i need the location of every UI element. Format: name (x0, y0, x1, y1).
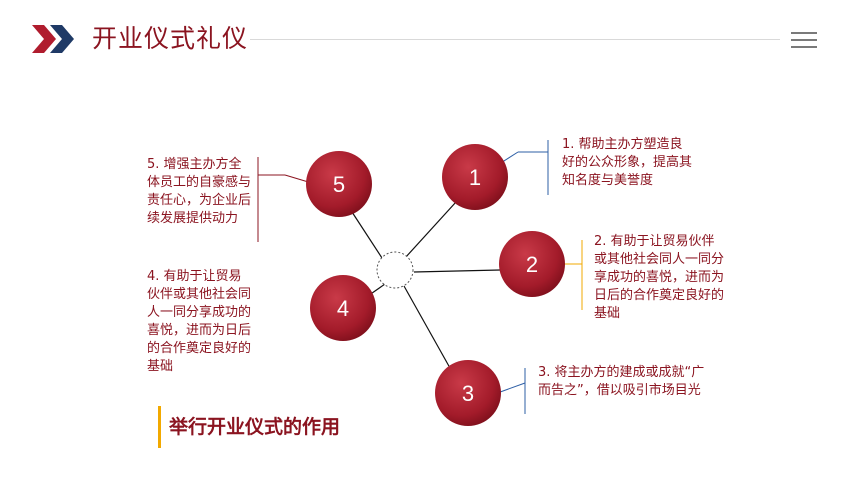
node-5-description: 5. 增强主办方全体员工的自豪感与责任心，为企业后续发展提供动力 (147, 157, 252, 226)
node-3-label: 3 (462, 381, 474, 406)
node-3-description: 3. 将主办方的建成或成就“广而告之”，借以吸引市场目光 (538, 365, 705, 398)
node-5[interactable]: 5 (306, 151, 372, 217)
double-chevron-icon (32, 25, 74, 53)
header-divider (250, 39, 780, 40)
page-title: 开业仪式礼仪 (92, 24, 249, 53)
node-2[interactable]: 2 (499, 231, 565, 297)
section-subtitle: 举行开业仪式的作用 (158, 406, 340, 448)
node-1[interactable]: 1 (442, 144, 508, 210)
node-4[interactable]: 4 (310, 275, 376, 341)
spoke-5 (351, 211, 383, 259)
hub-circle (376, 251, 414, 289)
header: 开业仪式礼仪 (0, 0, 860, 80)
node-1-description: 1. 帮助主办方塑造良好的公众形象，提高其知名度与美誉度 (562, 137, 693, 188)
node-4-label: 4 (337, 296, 349, 321)
spoke-2 (413, 269, 501, 273)
node-4-description: 4. 有助于让贸易伙伴或其他社会同人一同分享成功的喜悦，进而为日后的合作奠定良好… (147, 269, 252, 374)
node-3[interactable]: 3 (435, 360, 501, 426)
node-2-description: 2. 有助于让贸易伙伴或其他社会同人一同分享成功的喜悦，进而为日后的合作奠定良好… (594, 234, 725, 321)
node-1-label: 1 (469, 165, 481, 190)
spoke-3 (403, 285, 451, 369)
node-2-label: 2 (526, 252, 538, 277)
hamburger-menu-icon[interactable] (791, 31, 817, 49)
node-5-label: 5 (333, 172, 345, 197)
spoke-1 (404, 201, 457, 259)
